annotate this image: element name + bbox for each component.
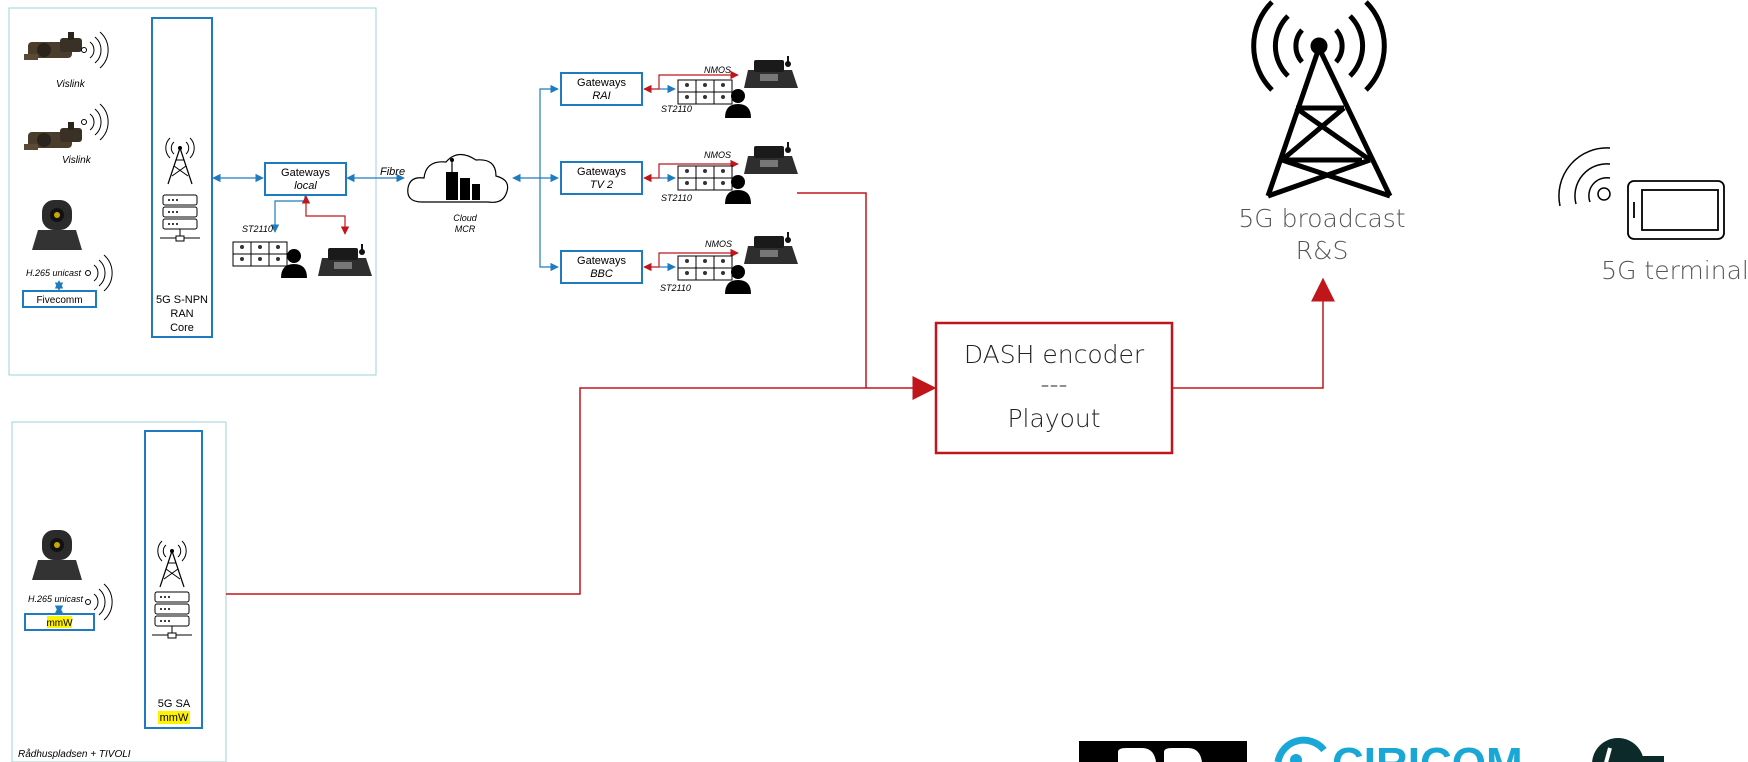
camera-3-label: H.265 unicast [26,268,82,278]
camera-vislink-2 [24,122,82,150]
ptz-camera-icon [32,200,82,250]
tv2-nmos-label: NMOS [704,150,731,160]
multiviewer-icon [677,165,733,191]
gateway-local-title: Gateways [281,167,330,179]
network-bottom-label-2: mmW [160,712,189,724]
highlight [158,711,190,724]
multiviewer-icon [677,79,733,105]
tv2-nmos-link [643,159,739,183]
signal-waves-icon [1558,147,1611,207]
gateway-local-sub: local [294,180,317,192]
gateway-rai-sub: RAI [592,90,610,102]
control-console-icon [317,243,373,277]
encoder-label-3: Playout [1007,404,1100,433]
cloud-label-2: MCR [455,224,476,234]
gateway-tv2-box [560,161,643,195]
encoder-broadcast-link [1172,277,1335,389]
location-label: Rådhuspladsen + TIVOLI [18,748,131,760]
gateway-bbc-title: Gateways [577,255,626,267]
network-box-top [151,17,213,338]
camera-bottom-label: H.265 unicast [28,594,84,604]
dash-encoder-box [934,321,1174,455]
svg-text:CIRICOM: CIRICOM [1332,739,1523,762]
broadcast-tower-icon [1251,0,1393,199]
camera-vislink-1 [24,32,82,60]
st2110-local-label: ST2110 [242,224,273,234]
network-bottom-label-1: 5G SA [158,698,191,710]
terminal-label: 5G terminal [1601,256,1748,285]
bbc-nmos-label: NMOS [705,239,732,249]
dr-logo [1079,741,1247,762]
gateway-st2110-link [270,195,306,233]
gateway-tv2-sub: TV 2 [590,179,613,191]
camera-1-label: Vislink [56,79,86,90]
gateway-bbc-box [560,250,643,284]
multiviewer-icon [677,255,733,281]
building-icon [446,158,480,200]
gateway-bbc-sub: BBC [590,268,613,280]
bottom-feed-line [226,376,937,595]
site-bottom-frame [11,421,227,762]
bbc-st2110-label: ST2110 [660,283,691,293]
encoder-label-2: --- [1040,370,1067,399]
network-label-1: 5G S-NPN [156,294,208,306]
tv2-st2110-label: ST2110 [661,193,692,203]
wireless-waves-icon [81,103,109,141]
modem-label: Fivecomm [36,295,82,306]
rai-nmos-label: NMOS [704,65,731,75]
tv2-feed-line [797,192,867,388]
ptz-camera-icon [32,530,82,580]
wireless-waves-icon [85,254,113,292]
network-box-bottom [144,430,203,729]
highlight [47,616,72,628]
modem-box [22,290,97,308]
gateway-rai-box [560,72,643,106]
gateway-tv2-title: Gateways [577,166,626,178]
broadcast-label-2: R&S [1296,236,1349,265]
rai-st2110-label: ST2110 [661,104,692,114]
rai-nmos-link [643,70,739,94]
network-label-3: Core [170,322,194,334]
control-console-icon [743,231,799,265]
network-label-2: RAN [170,308,193,320]
tablet-icon [1627,180,1725,240]
broadcast-label-1: 5G broadcast [1238,204,1405,233]
control-console-icon [743,141,799,175]
cloud-rai-link [539,84,559,178]
partner-logo [1592,738,1664,762]
encoder-label-1: DASH encoder [964,340,1145,369]
ciricom-logo: CIRICOM [1274,736,1523,762]
fibre-label: Fibre [380,166,405,178]
gateway-rai-title: Gateways [577,77,626,89]
mmw-modem-label: mmW [46,618,73,629]
multiviewer-icon [232,241,288,267]
gateway-local-box [264,162,347,196]
control-console-icon [743,55,799,89]
site-top-frame [8,7,377,376]
cloud-bbc-link [539,178,559,272]
bbc-nmos-link [643,248,739,272]
camera-2-label: Vislink [62,155,92,166]
cloud-label-1: Cloud [453,213,478,223]
gateway-control-link [301,195,350,235]
wireless-waves-icon [81,31,109,69]
